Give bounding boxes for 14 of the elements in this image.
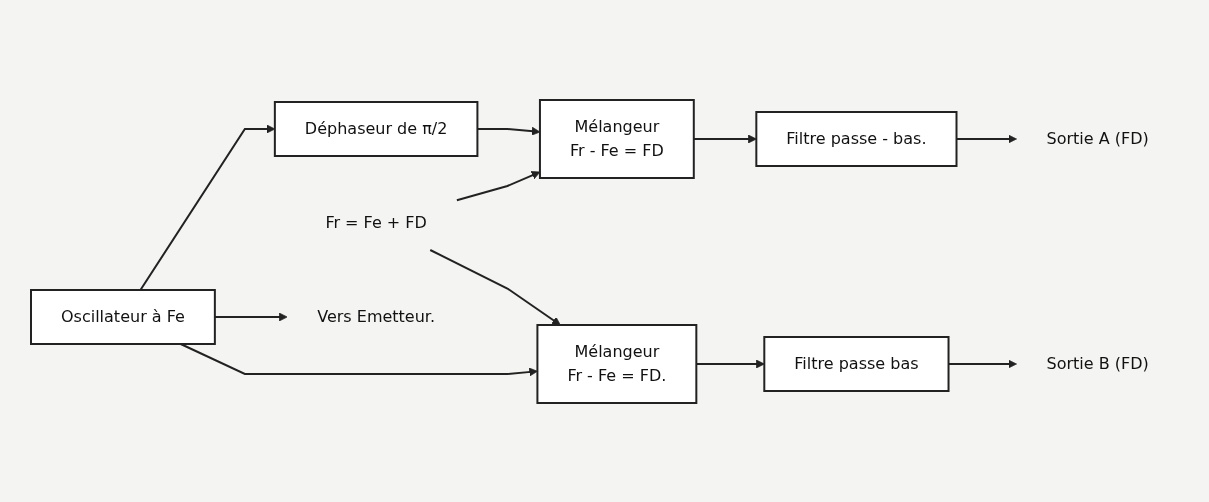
node-text: Vers Emetteur. bbox=[316, 306, 435, 326]
arrow bbox=[139, 124, 275, 291]
node-text: Sortie A (FD) bbox=[1046, 128, 1149, 148]
node-box: Oscillateur à Fe bbox=[29, 288, 216, 345]
node-text: Sortie B (FD) bbox=[1046, 353, 1149, 373]
node-box: Filtre passe - bas. bbox=[754, 110, 958, 167]
arrow bbox=[179, 342, 538, 376]
arrow bbox=[455, 170, 540, 201]
node-text: Fr = Fe + FD bbox=[325, 212, 427, 232]
node-box: Filtre passe bas bbox=[762, 335, 950, 392]
arrow bbox=[428, 248, 561, 325]
node-box: Déphaseur de π/2 bbox=[273, 100, 479, 157]
node-box: Mélangeur Fr - Fe = FD. bbox=[536, 323, 697, 404]
node-box: Mélangeur Fr - Fe = FD bbox=[538, 98, 695, 179]
